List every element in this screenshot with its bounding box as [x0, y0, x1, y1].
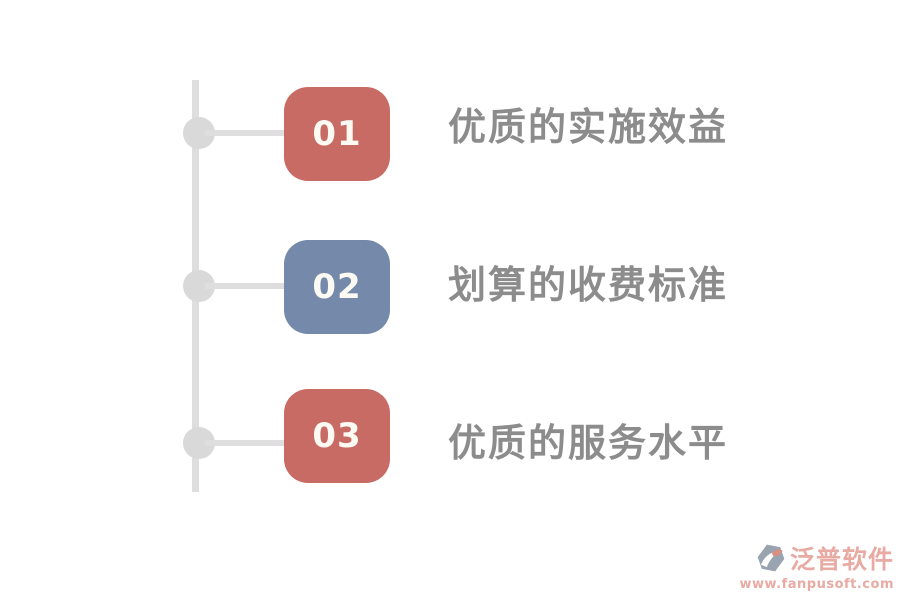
step-label-2: 划算的收费标准 — [447, 263, 728, 307]
fanpu-logo-icon — [756, 543, 786, 573]
watermark: 泛普软件 www.fanpusoft.com — [739, 540, 894, 592]
timeline-connector-3 — [205, 440, 289, 446]
watermark-brand: 泛普软件 — [789, 545, 894, 574]
step-badge-3: 03 — [284, 389, 390, 483]
step-badge-1: 01 — [284, 87, 390, 181]
step-label-3: 优质的服务水平 — [447, 421, 728, 465]
timeline-connector-2 — [205, 283, 289, 289]
timeline-connector-1 — [205, 130, 289, 136]
step-label-1: 优质的实施效益 — [447, 105, 728, 149]
step-badge-2: 02 — [284, 240, 390, 334]
watermark-url: www.fanpusoft.com — [739, 577, 894, 592]
